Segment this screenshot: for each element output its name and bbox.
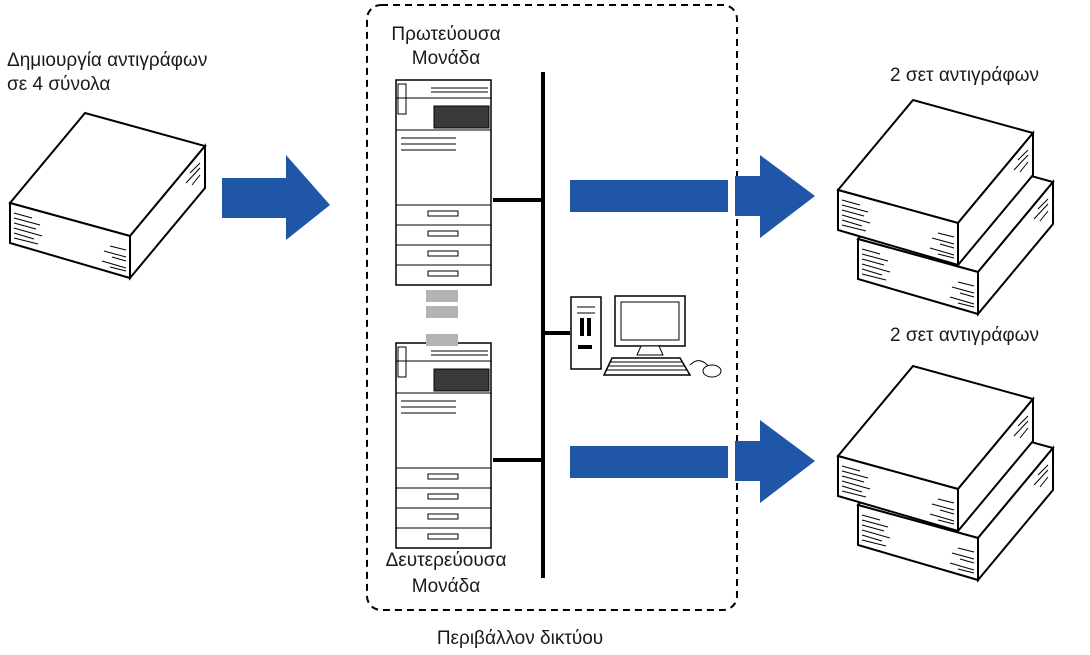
- source-caption-line2: σε 4 σύνολα: [7, 74, 111, 95]
- primary-unit-label-line1: Πρωτεύουσα: [391, 24, 501, 45]
- unit-link-block: [426, 334, 458, 346]
- input-paper-stack: [9, 112, 206, 279]
- primary-unit-label-line2: Μονάδα: [411, 48, 481, 69]
- secondary-unit-label-line1: Δευτερεύουσα: [385, 550, 507, 571]
- output-label-top: 2 σετ αντιγράφων: [890, 65, 1039, 86]
- computer-icon: [570, 295, 722, 378]
- output-arrow-bottom: [570, 420, 815, 503]
- input-arrow: [222, 155, 330, 240]
- network-boundary: [366, 4, 738, 611]
- source-caption-line1: Δημιουργία αντιγράφων: [7, 50, 208, 71]
- network-environment-label: Περιβάλλον δικτύου: [436, 628, 604, 649]
- unit-link-block: [426, 290, 458, 302]
- output-arrow-top: [570, 155, 815, 238]
- primary-printer-icon: [395, 79, 492, 286]
- output-label-bottom: 2 σετ αντιγράφων: [890, 325, 1039, 346]
- unit-link-block: [426, 306, 458, 318]
- secondary-unit-label-line2: Μονάδα: [411, 576, 481, 597]
- secondary-printer-icon: [395, 342, 492, 549]
